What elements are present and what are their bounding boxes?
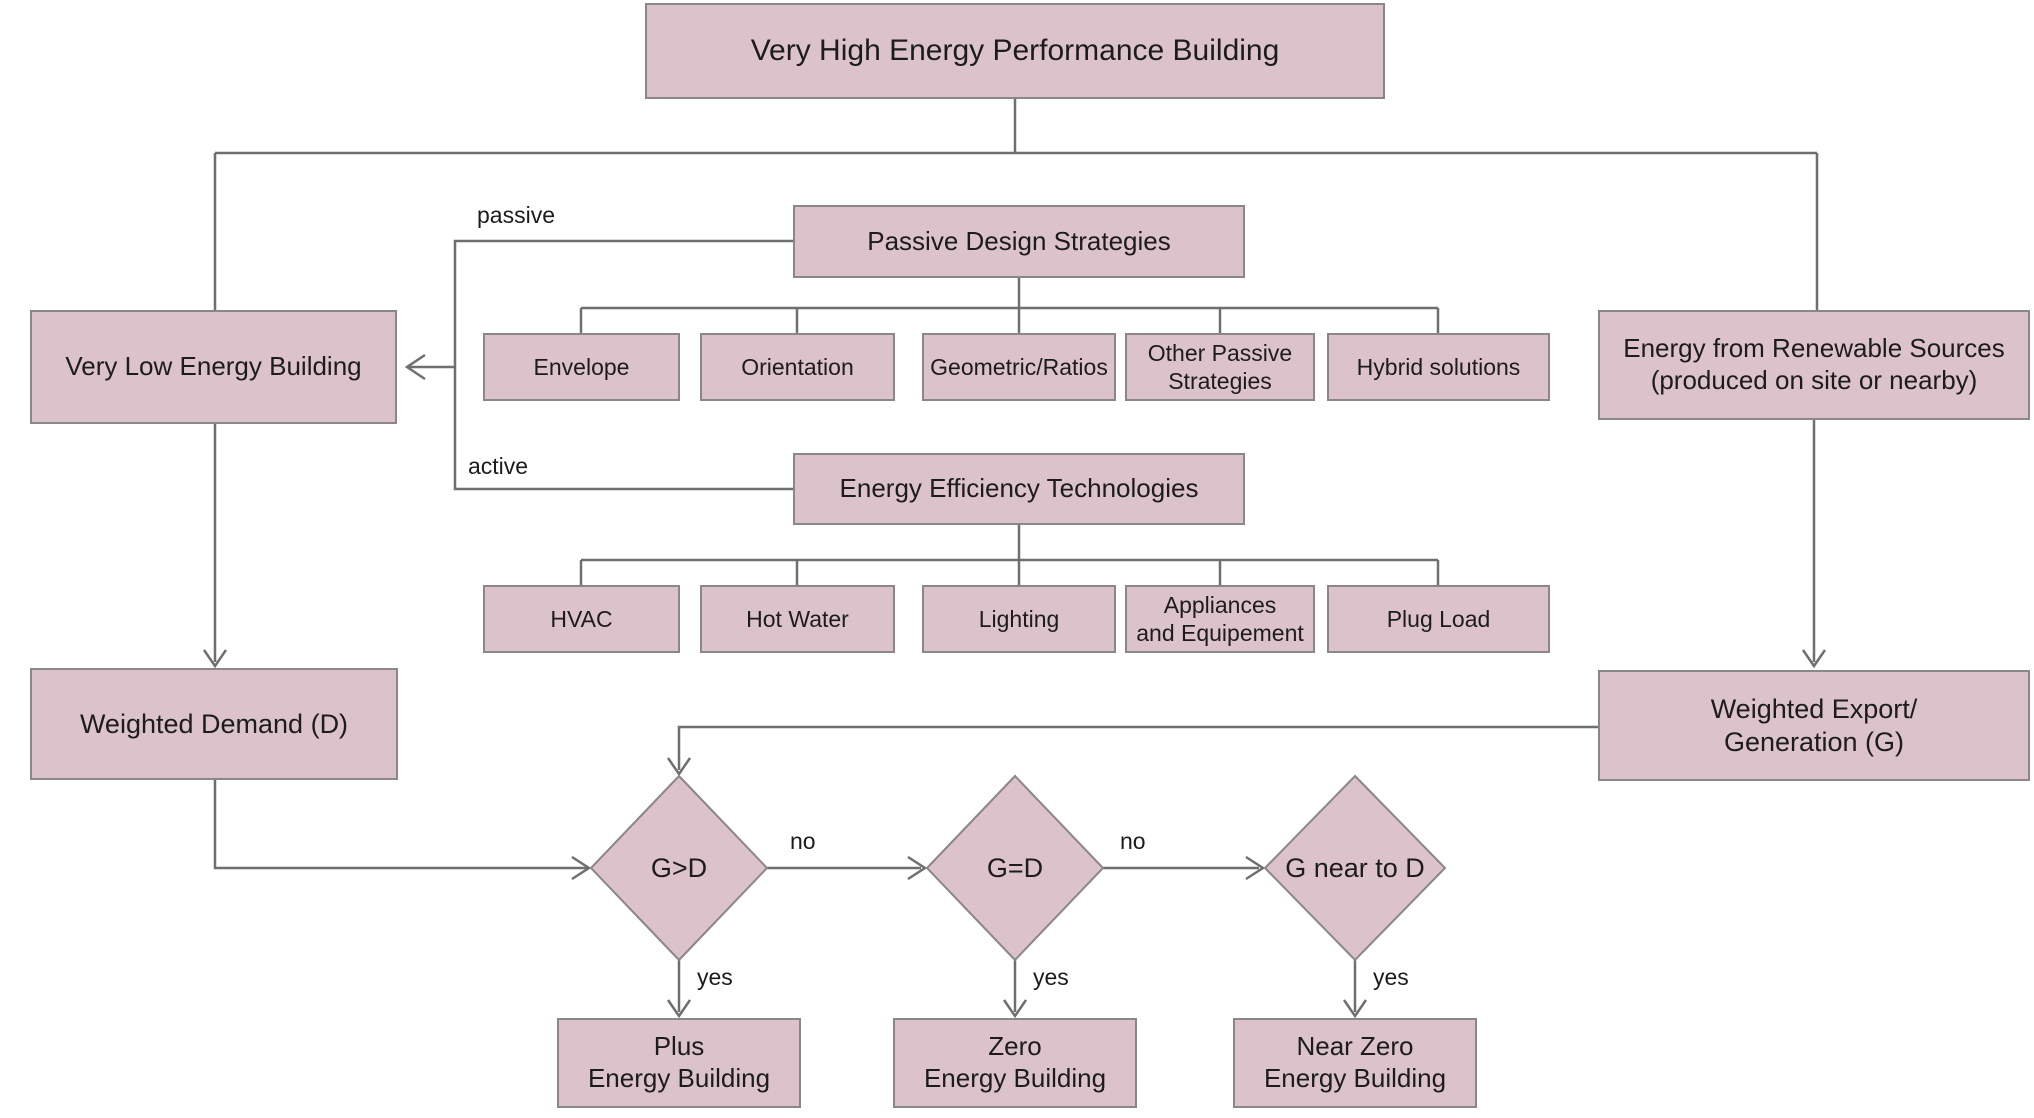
node-label-line2: Energy Building — [1263, 1063, 1447, 1093]
node-label-line2: (produced on site or nearby) — [1650, 365, 1978, 395]
arrowheads — [202, 353, 1827, 1019]
edge-label-yes-1: yes — [697, 964, 733, 990]
node-label: Very High Energy Performance Building — [750, 33, 1280, 67]
connector-lines — [213, 99, 1819, 1012]
node-zero-energy-building: Zero Energy Building — [893, 1018, 1137, 1108]
node-label-line1: Near Zero — [1296, 1031, 1414, 1062]
node-passive-design-strategies: Passive Design Strategies — [793, 205, 1245, 278]
node-label-line1: Weighted Export/ — [1710, 693, 1918, 724]
node-energy-efficiency-technologies: Energy Efficiency Technologies — [793, 453, 1245, 525]
node-hvac: HVAC — [483, 585, 680, 653]
node-weighted-export-generation: Weighted Export/ Generation (G) — [1598, 670, 2030, 781]
decision-diamond-g-greater-d — [589, 774, 769, 962]
node-label-line1: Zero — [988, 1031, 1042, 1062]
node-label: Envelope — [533, 353, 630, 380]
node-hot-water: Hot Water — [700, 585, 895, 653]
node-label: Weighted Demand (D) — [79, 708, 349, 739]
node-label-line1: Other Passive — [1147, 339, 1293, 366]
decision-text: G=D — [986, 852, 1044, 883]
node-label-line1: Appliances — [1163, 591, 1277, 618]
decision-text: G near to D — [1285, 852, 1425, 883]
node-weighted-demand: Weighted Demand (D) — [30, 668, 398, 780]
node-hybrid-solutions: Hybrid solutions — [1327, 333, 1550, 401]
node-label: Plug Load — [1386, 605, 1491, 632]
node-energy-from-renewable-sources: Energy from Renewable Sources (produced … — [1598, 310, 2030, 420]
decision-text: G>D — [650, 852, 708, 883]
decision-diamond-g-near-d — [1263, 774, 1447, 962]
node-label-line2: Energy Building — [587, 1063, 771, 1093]
node-appliances-and-equipement: Appliances and Equipement — [1125, 585, 1315, 653]
edge-label-passive: passive — [477, 202, 555, 228]
node-label-line2: and Equipement — [1136, 620, 1304, 646]
node-other-passive-strategies: Other Passive Strategies — [1125, 333, 1315, 401]
decision-label-g-greater-d: G>D — [591, 840, 767, 896]
node-near-zero-energy-building: Near Zero Energy Building — [1233, 1018, 1477, 1108]
node-geometric-ratios: Geometric/Ratios — [922, 333, 1116, 401]
edge-label-no-2: no — [1120, 828, 1146, 854]
node-label-line1: Plus — [653, 1031, 705, 1062]
node-label-line1: Energy from Renewable Sources — [1623, 333, 2005, 364]
node-label-line2: Energy Building — [923, 1063, 1107, 1093]
node-label: Very Low Energy Building — [65, 351, 362, 382]
node-label-line2: Generation (G) — [1723, 726, 1905, 757]
node-label: Orientation — [741, 353, 854, 380]
node-label: Hybrid solutions — [1356, 353, 1521, 380]
decision-label-g-equal-d: G=D — [927, 840, 1103, 896]
edge-label-no-1: no — [790, 828, 816, 854]
decision-label-g-near-d: G near to D — [1255, 840, 1455, 896]
node-plug-load: Plug Load — [1327, 585, 1550, 653]
node-plus-energy-building: Plus Energy Building — [557, 1018, 801, 1108]
node-label-line2: Strategies — [1168, 368, 1272, 394]
edge-label-yes-3: yes — [1373, 964, 1409, 990]
node-label: Energy Efficiency Technologies — [839, 473, 1199, 504]
node-lighting: Lighting — [922, 585, 1116, 653]
node-label: Geometric/Ratios — [930, 353, 1108, 380]
node-very-high-energy-performance-building: Very High Energy Performance Building — [645, 3, 1385, 99]
node-envelope: Envelope — [483, 333, 680, 401]
node-label: Hot Water — [746, 605, 849, 632]
node-label: Passive Design Strategies — [867, 225, 1171, 256]
node-very-low-energy-building: Very Low Energy Building — [30, 310, 397, 424]
edge-label-yes-2: yes — [1033, 964, 1069, 990]
node-orientation: Orientation — [700, 333, 895, 401]
decision-diamond-g-equal-d — [925, 774, 1105, 962]
node-label: HVAC — [550, 605, 613, 632]
node-label: Lighting — [978, 605, 1060, 632]
edge-label-active: active — [468, 453, 529, 479]
